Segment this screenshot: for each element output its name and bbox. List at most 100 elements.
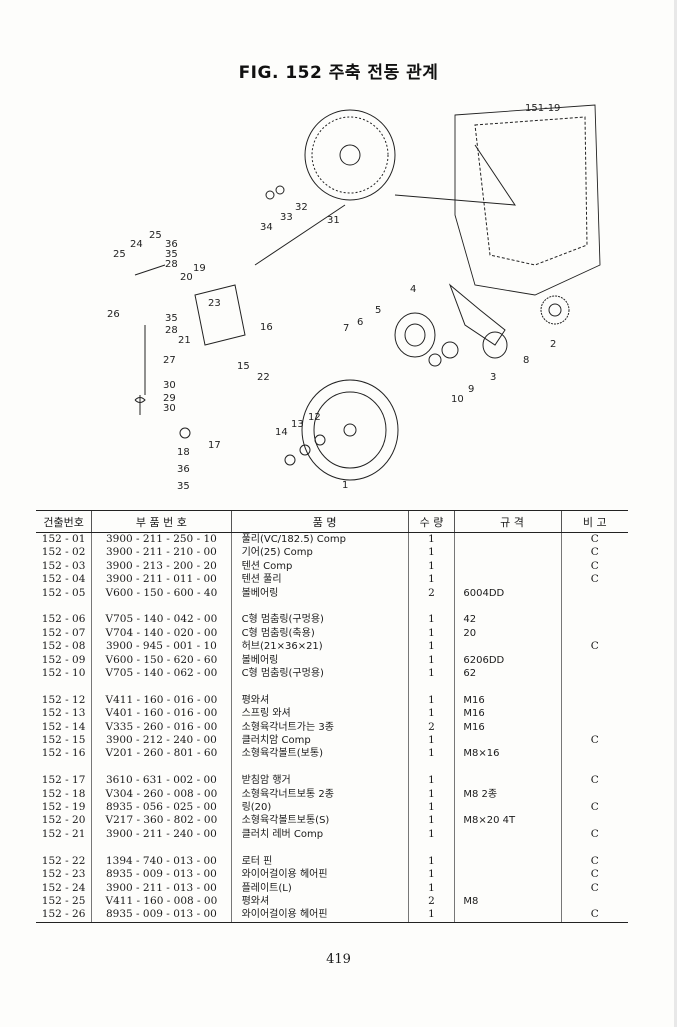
qty-cell: 1 [407,667,455,681]
spec-cell [454,868,562,882]
spec-cell: M16 [454,720,562,735]
remark-cell: C [560,573,628,587]
part-name-cell: 풀리(VC/182.5) Comp [230,532,409,547]
remark-cell [560,586,628,601]
remark-cell [560,613,628,627]
part-number-cell: V201 - 260 - 801 - 60 [91,747,232,761]
table-header-row: 건출번호 부 품 번 호 품 명 수 량 규 격 비 고 [36,510,628,533]
part-number-cell: V401 - 160 - 016 - 00 [91,707,232,721]
qty-cell: 1 [407,747,455,761]
svg-text:16: 16 [260,322,273,333]
svg-text:33: 33 [280,212,293,223]
svg-text:34: 34 [260,222,273,233]
ref-cell: 152 - 14 [41,720,86,733]
ref-cell: 152 - 21 [41,827,86,840]
part-name-cell: 와이어걸이용 헤어핀 [230,868,409,882]
part-name-cell: C형 멈춤링(축용) [230,626,409,641]
svg-text:10: 10 [451,394,464,405]
qty-cell: 1 [407,868,455,882]
remark-cell: C [560,559,628,574]
svg-text:26: 26 [107,309,120,320]
ref-cell: 152 - 22 [41,854,86,867]
svg-text:12: 12 [308,412,321,423]
qty-cell: 1 [407,814,455,828]
svg-text:8: 8 [523,355,529,366]
part-name-cell: 소형육각볼트보통(S) [230,814,409,828]
svg-text:25: 25 [113,249,126,260]
part-name-cell: 소형육각너트보통 2종 [230,787,409,802]
col-header-part-number: 부 품 번 호 [91,510,232,533]
svg-text:28: 28 [165,259,178,270]
ref-cell: 152 - 18 [41,787,86,800]
ref-cell: 152 - 16 [41,747,86,760]
remark-cell [560,747,628,761]
part-name-cell: 소형육각볼트(보통) [230,747,409,761]
figure-title: FIG. 152 주축 전동 관계 [238,63,439,83]
part-name-cell: 볼베어링 [230,653,409,668]
part-name-cell [230,680,409,694]
svg-text:13: 13 [291,419,304,430]
spec-cell: 62 [454,667,562,681]
part-name-cell [230,841,409,855]
ref-cell: 152 - 20 [41,814,86,827]
svg-text:6: 6 [357,317,363,328]
part-name-cell [230,600,409,614]
remark-cell [560,693,628,708]
remark-cell: C [560,640,628,654]
svg-text:29: 29 [163,393,176,404]
spec-cell: M8×16 [454,747,562,761]
qty-cell: 1 [407,707,455,721]
svg-text:17: 17 [208,440,221,451]
part-number-cell: 3900 - 211 - 013 - 00 [91,881,232,895]
svg-text:30: 30 [163,403,176,414]
col-header-qty: 수 량 [407,510,455,533]
svg-text:20: 20 [180,272,193,283]
part-number-cell: V705 - 140 - 042 - 00 [91,613,232,627]
svg-text:151-19: 151-19 [525,103,560,114]
qty-cell: 1 [407,546,455,560]
svg-text:28: 28 [165,325,178,336]
remark-cell [560,667,628,681]
spec-cell: 6206DD [454,653,562,668]
ref-cell [36,841,92,854]
qty-cell: 1 [407,626,455,641]
spec-cell [454,734,562,748]
part-name-cell: 볼베어링 [230,586,409,601]
svg-text:36: 36 [177,464,190,475]
part-name-cell: 클러치 레버 Comp [230,827,409,842]
ref-cell: 152 - 17 [41,774,86,787]
table-row [36,600,628,614]
part-name-cell: 로터 핀 [230,854,409,869]
svg-text:35: 35 [165,249,178,260]
part-number-cell: 3900 - 945 - 001 - 10 [91,640,232,654]
part-number-cell: 3610 - 631 - 002 - 00 [91,774,232,788]
svg-text:4: 4 [410,284,416,295]
spec-cell [454,573,562,587]
remark-cell: C [560,801,628,815]
qty-cell: 2 [407,894,455,909]
table-row [36,680,628,694]
remark-cell [560,626,628,641]
part-name-cell: 허브(21×36×21) [230,640,409,654]
qty-cell: 1 [407,881,455,895]
spec-cell: M8 [454,894,562,909]
svg-text:3: 3 [490,372,496,383]
spec-cell: M8 2종 [454,787,562,802]
part-number-cell: 3900 - 211 - 210 - 00 [91,546,232,560]
ref-cell [36,761,92,774]
part-number-cell: V217 - 360 - 802 - 00 [91,814,232,828]
part-number-cell: 1394 - 740 - 013 - 00 [91,854,232,869]
